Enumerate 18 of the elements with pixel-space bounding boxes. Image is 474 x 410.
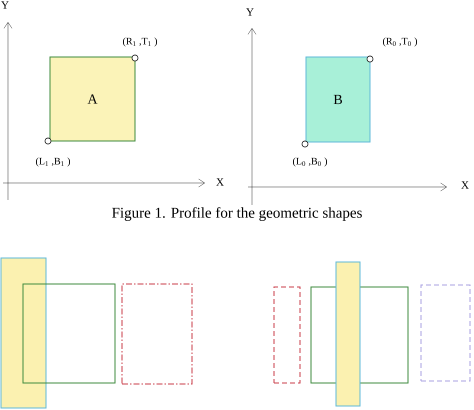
- coordinate-label: (R$_{1}$ ,T$_{1}$ ): [122, 37, 158, 47]
- figure-caption: Figure 1. Profile for the geometric shapes: [112, 207, 362, 221]
- empty-box: [420, 284, 470, 382]
- coordinate-label: (R$_{0}$ ,T$_{0}$ ): [382, 37, 418, 47]
- shape-box: B: [306, 56, 370, 142]
- axis-label: Y: [1, 1, 9, 9]
- empty-box: [22, 284, 116, 384]
- shape-box: A: [50, 56, 136, 142]
- axis-label: X: [216, 178, 224, 186]
- coordinate-label: (L$_{1}$ ,B$_{1}$ ): [36, 157, 70, 167]
- axis-label: Y: [246, 8, 254, 16]
- axis-label: X: [461, 181, 469, 189]
- empty-box: [274, 286, 300, 384]
- empty-box: [310, 286, 408, 384]
- empty-box: [122, 284, 192, 384]
- empty-box: [0, 258, 46, 408]
- empty-box: [336, 262, 360, 406]
- coordinate-label: (L$_{0}$ ,B$_{0}$ ): [292, 157, 328, 167]
